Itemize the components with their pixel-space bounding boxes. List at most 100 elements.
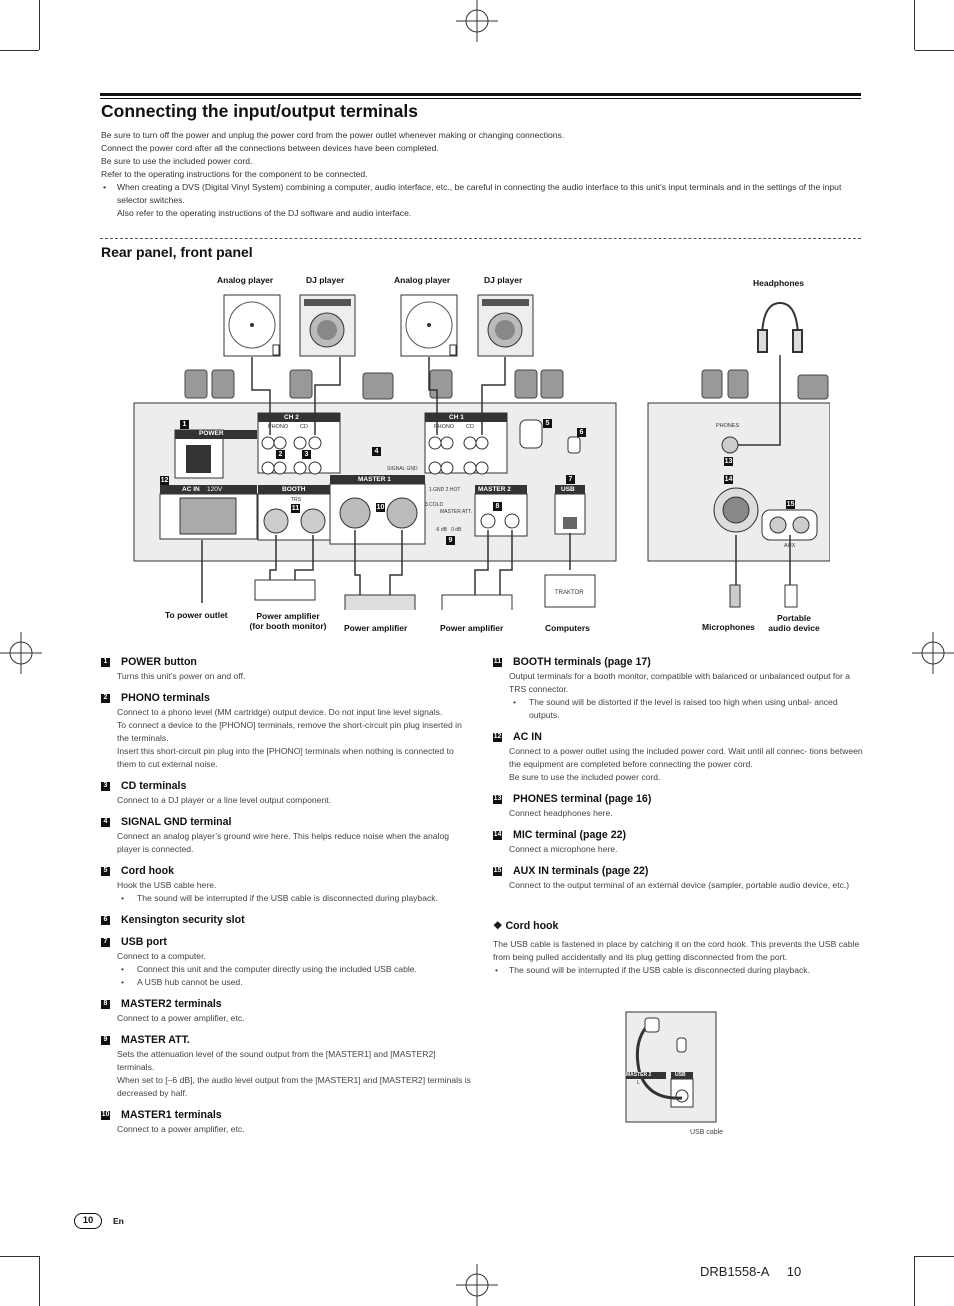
label-microphones: Microphones (702, 622, 755, 632)
panel-master1-label: MASTER 1 (358, 476, 391, 483)
header-rule-thin (100, 98, 861, 99)
panel-power-label: POWER (199, 430, 224, 437)
connection-diagram (133, 294, 830, 610)
small-fig-l: L (637, 1080, 640, 1086)
label-analog-player-2: Analog player (394, 275, 451, 285)
panel-aux-label: AUX (784, 543, 796, 549)
item-bullet: A USB hub cannot be used. (101, 976, 471, 989)
knobs (184, 369, 829, 400)
label-computers: Computers (545, 623, 590, 633)
item-title: Kensington security slot (121, 914, 245, 926)
intro-bullet-cont: Also refer to the operating instructions… (117, 208, 412, 218)
panel-cd-label: CD (300, 424, 308, 430)
intro-line: Be sure to use the included power cord. (101, 156, 253, 166)
callout-11: 11 (291, 504, 300, 513)
item-title: MIC terminal (page 22) (513, 829, 627, 841)
item-text: Connect to a power amplifier, etc. (117, 1013, 245, 1023)
panel-phono-label: PHONO (434, 424, 455, 430)
analog-player-icon (223, 294, 281, 357)
item-title: POWER button (121, 656, 197, 668)
crop-mark (914, 1256, 915, 1306)
small-fig-usb: USB (675, 1072, 686, 1078)
panel-master-att-label: MASTER ATT. (440, 509, 472, 515)
label-portable-device: Portable audio device (768, 613, 820, 633)
item-number-badge: 12 (493, 732, 502, 742)
panel-trs-label: TRS (291, 497, 301, 503)
registration-mark (912, 632, 954, 674)
panel-ch1-label: CH 1 (449, 414, 464, 421)
item-number-badge: 14 (493, 830, 502, 840)
item-title: PHONES terminal (page 16) (513, 793, 652, 805)
panel-volt-label: 120V (207, 486, 223, 493)
item-text: Turns this unit’s power on and off. (117, 671, 246, 681)
item-text: Insert this short-circuit pin plug into … (117, 746, 454, 769)
analog-player-icon (400, 294, 458, 357)
item-title: AUX IN terminals (page 22) (513, 865, 649, 877)
intro-bullet: When creating a DVS (Digital Vinyl Syste… (101, 181, 861, 207)
label-dj-player-2: DJ player (484, 275, 523, 285)
label-analog-player-1: Analog player (217, 275, 274, 285)
cord-hook-note: ❖ Cord hook The USB cable is fastened in… (493, 920, 863, 977)
registration-mark (456, 1264, 498, 1306)
label-power-outlet: To power outlet (165, 610, 228, 620)
callout-6: 6 (577, 428, 586, 437)
item-number-badge: 15 (493, 866, 502, 876)
item-number-badge: 1 (101, 657, 110, 667)
panel-phono-label: PHONO (268, 424, 289, 430)
item-bullet: The sound will be interrupted if the USB… (101, 892, 471, 905)
headphones-icon (757, 301, 803, 353)
item-text: Be sure to use the included power cord. (509, 772, 661, 782)
crop-mark (915, 50, 954, 51)
callout-15: 15 (786, 500, 795, 509)
item-title: MASTER2 terminals (121, 998, 222, 1010)
item-title: CD terminals (121, 780, 187, 792)
callout-8: 8 (493, 502, 502, 511)
note-symbol: ❖ (493, 920, 503, 932)
callout-5: 5 (543, 419, 552, 428)
item-number-badge: 11 (493, 657, 502, 667)
registration-mark (0, 632, 42, 674)
page-title: Connecting the input/output terminals (101, 101, 418, 121)
item-text: Connect a microphone here. (509, 844, 618, 854)
panel-cd-label: CD (466, 424, 474, 430)
item-text: Connect to a power outlet using the incl… (509, 746, 863, 769)
item-text: Connect headphones here. (509, 808, 613, 818)
panel-usb-label: USB (561, 486, 575, 493)
panel-master2-label: MASTER 2 (478, 486, 511, 493)
dj-player-icon (299, 294, 356, 357)
crop-mark (0, 1256, 39, 1257)
cord-hook-note-bullet: The sound will be interrupted if the USB… (493, 964, 863, 977)
item-text: Connect to a phono level (MM cartridge) … (117, 707, 443, 717)
crop-mark (39, 0, 40, 50)
panel-ch2-label: CH 2 (284, 414, 299, 421)
callout-12: 12 (160, 476, 169, 485)
item-heading: 14 MIC terminal (page 22) (493, 828, 863, 842)
registration-mark (456, 0, 498, 42)
item-title: USB port (121, 936, 167, 948)
item-text: Connect to a power amplifier, etc. (117, 1124, 245, 1134)
callout-10: 10 (376, 503, 385, 512)
description-item: 14 MIC terminal (page 22) Connect a microp… (493, 828, 863, 856)
item-text: To connect a device to the [PHONO] termi… (117, 720, 462, 743)
panel-booth-label: BOOTH (282, 486, 306, 493)
item-heading: 1 POWER button (101, 655, 471, 669)
panel-att-values: -6 dB 0 dB (435, 527, 462, 533)
item-number-badge: 10 (101, 1110, 110, 1120)
